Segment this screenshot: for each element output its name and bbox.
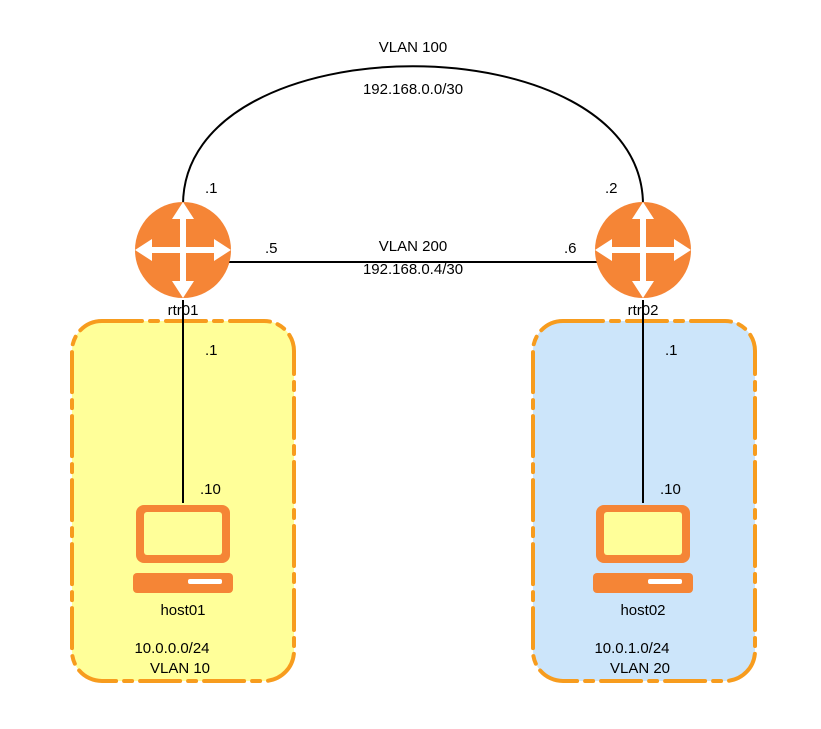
vlan100-link bbox=[182, 65, 644, 206]
vlan20-name: VLAN 20 bbox=[610, 660, 670, 677]
vlan10-name: VLAN 10 bbox=[150, 660, 210, 677]
rtr02-vlan20-address: .1 bbox=[665, 342, 678, 359]
rtr01-vlan200-address: .5 bbox=[265, 240, 278, 257]
vlan100-subnet: 192.168.0.0/30 bbox=[363, 81, 463, 98]
rtr02-vlan200-address: .6 bbox=[564, 240, 577, 257]
rtr02-vlan100-address: .2 bbox=[605, 180, 618, 197]
host02-label: host02 bbox=[620, 602, 665, 619]
router-icon bbox=[595, 202, 691, 298]
router-icon bbox=[135, 202, 231, 298]
rtr01-label: rtr01 bbox=[168, 302, 199, 319]
rtr02-label: rtr02 bbox=[628, 302, 659, 319]
vlan10-subnet: 10.0.0.0/24 bbox=[134, 640, 209, 657]
vlan100-name: VLAN 100 bbox=[379, 39, 447, 56]
desktop-computer-icon bbox=[133, 505, 233, 593]
host02-address: .10 bbox=[660, 481, 681, 498]
vlan200-subnet: 192.168.0.4/30 bbox=[363, 261, 463, 278]
rtr01-vlan100-address: .1 bbox=[205, 180, 218, 197]
host01-address: .10 bbox=[200, 481, 221, 498]
desktop-computer-icon bbox=[593, 505, 693, 593]
vlan200-name: VLAN 200 bbox=[379, 238, 447, 255]
rtr01-vlan10-address: .1 bbox=[205, 342, 218, 359]
vlan20-subnet: 10.0.1.0/24 bbox=[594, 640, 669, 657]
host01-label: host01 bbox=[160, 602, 205, 619]
